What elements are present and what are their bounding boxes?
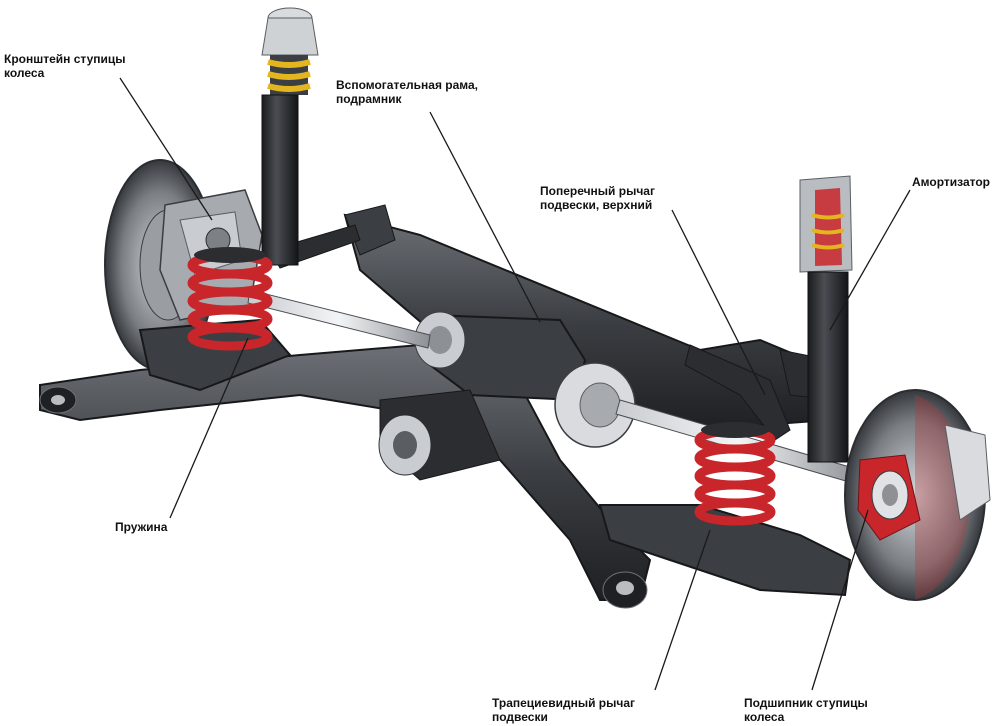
lower-trapezoidal-arm <box>138 318 852 597</box>
right-brake-disc <box>844 389 991 601</box>
label-hub-bracket: Кронштейн ступицы колеса <box>4 52 126 80</box>
label-upper-arm: Поперечный рычаг подвески, верхний <box>540 184 655 212</box>
label-hub-bearing: Подшипник ступицы колеса <box>744 696 868 724</box>
leader-lines <box>119 77 911 691</box>
left-spring-seat <box>194 247 266 263</box>
right-spring-seat <box>701 422 769 438</box>
differential <box>378 311 636 481</box>
right-coil-spring <box>694 426 776 526</box>
label-shock-absorber: Амортизатор <box>912 175 990 189</box>
label-subframe: Вспомогательная рама, подрамник <box>336 78 479 106</box>
label-lower-arm: Трапециевидный рычаг подвески <box>492 696 636 724</box>
left-shock-absorber <box>261 7 319 266</box>
label-spring: Пружина <box>115 520 168 534</box>
right-shock-absorber <box>799 175 853 463</box>
